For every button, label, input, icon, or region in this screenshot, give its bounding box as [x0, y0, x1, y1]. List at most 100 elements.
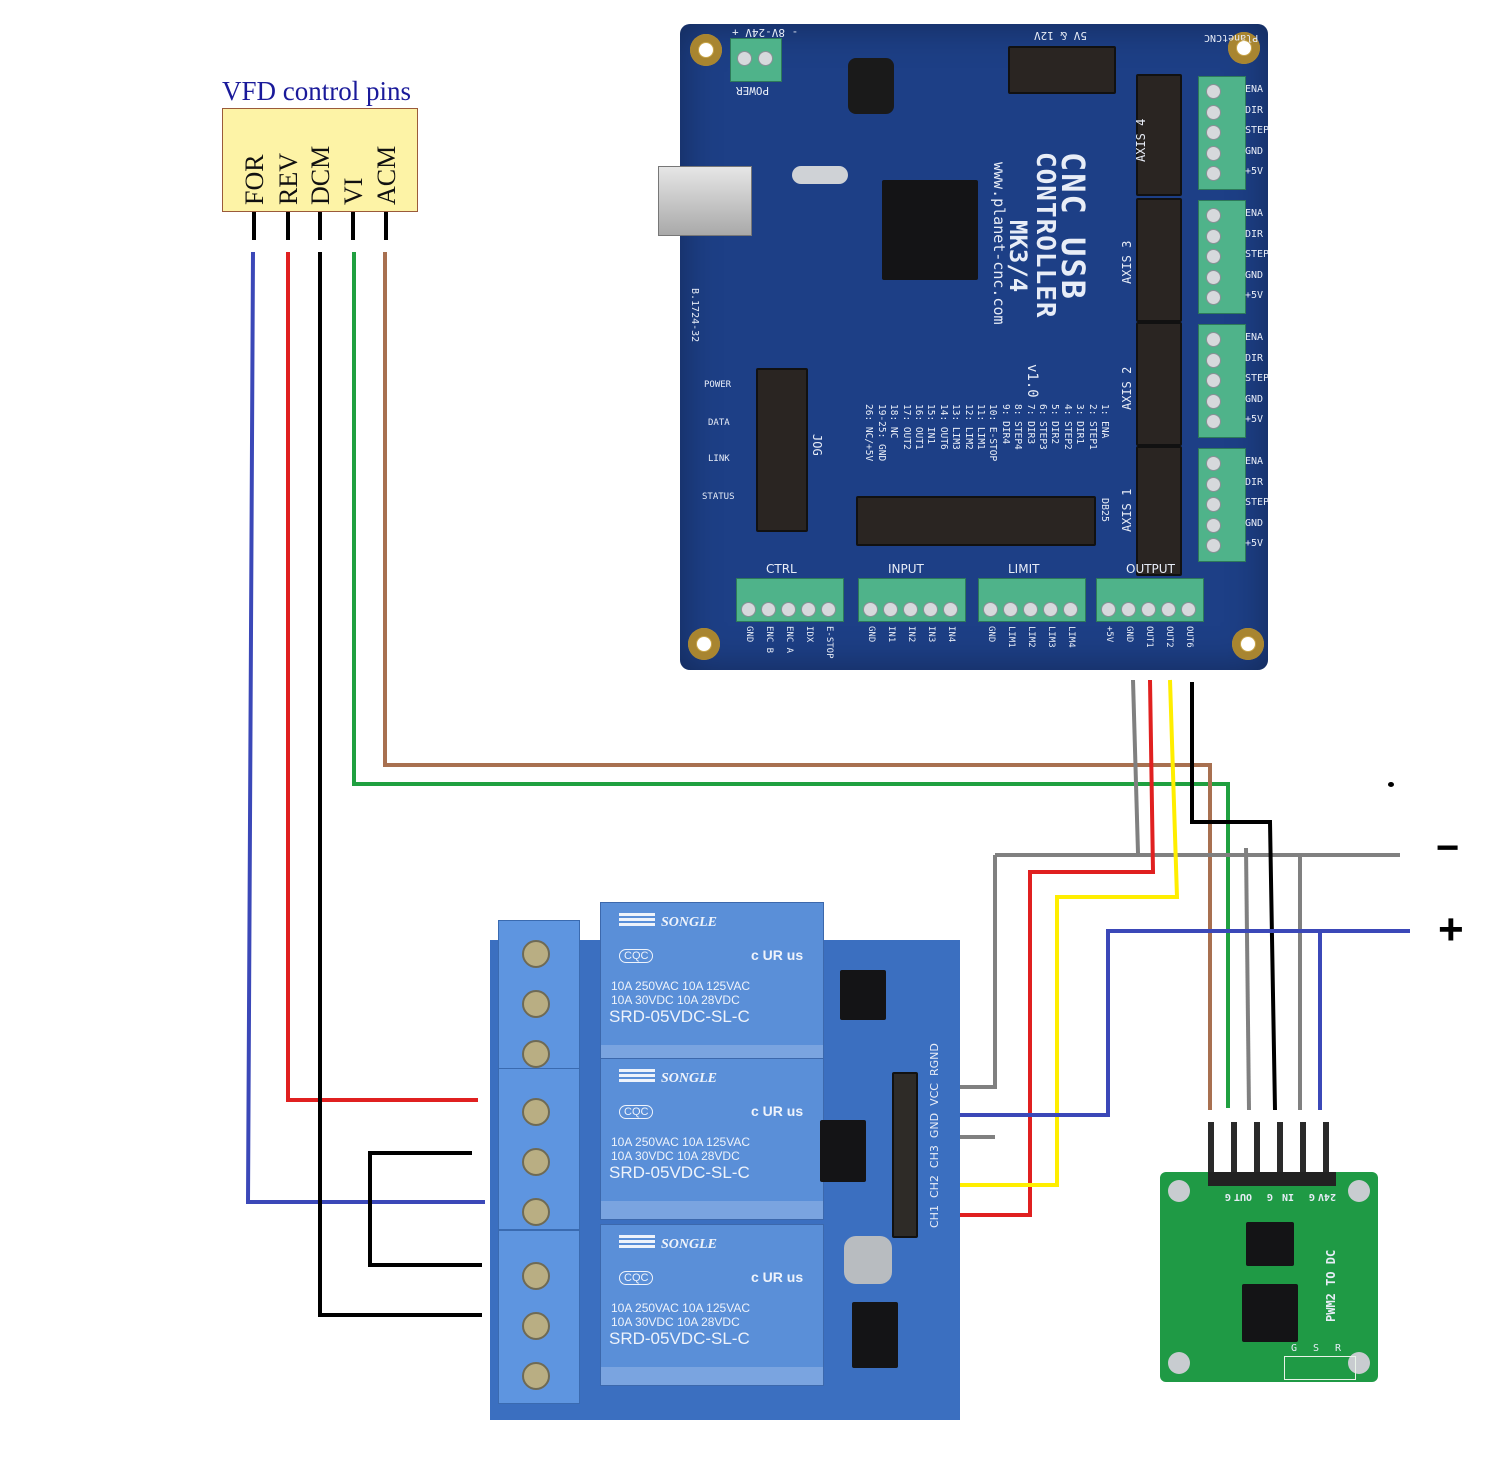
wire-vcc-blue	[950, 929, 1320, 1117]
songle-logo-icon	[619, 1235, 655, 1249]
terminal-screw[interactable]	[781, 602, 796, 617]
pwm-header-pin[interactable]	[1254, 1122, 1260, 1174]
pwm-header-pin[interactable]	[1208, 1122, 1214, 1174]
axis-terminal-label: ENA	[1245, 84, 1264, 95]
terminal-screw[interactable]	[1206, 228, 1221, 244]
terminal-screw[interactable]	[1206, 269, 1221, 285]
terminal-screw[interactable]	[522, 940, 550, 968]
relay-rating-ac: 10A 250VAC 10A 125VAC	[611, 1301, 750, 1315]
terminal-screw[interactable]	[1206, 208, 1221, 223]
vfd-pin-vi: VI	[339, 113, 369, 205]
terminal-screw[interactable]	[1161, 602, 1176, 617]
db25-pin-label: 11: LIM1	[975, 404, 986, 450]
terminal-screw[interactable]	[1101, 602, 1116, 617]
terminal-screw[interactable]	[522, 990, 550, 1018]
terminal-screw[interactable]	[1023, 602, 1038, 617]
power-label: POWER	[736, 84, 770, 97]
db25-pin-label: 26: NC/+5V	[863, 404, 875, 462]
db25-pin-label: 16: OUT1	[913, 404, 924, 450]
db25-label: DB25	[1099, 498, 1110, 523]
terminal-screw[interactable]	[1206, 290, 1221, 305]
terminal-screw[interactable]	[983, 602, 998, 617]
mounting-hole-icon	[1228, 32, 1260, 64]
terminal-screw[interactable]	[1181, 602, 1196, 617]
terminal-screw[interactable]	[1206, 456, 1221, 471]
optocoupler	[820, 1120, 866, 1182]
songle-logo-icon	[619, 1069, 655, 1083]
terminal-screw[interactable]	[1206, 373, 1221, 388]
terminal-screw[interactable]	[1206, 84, 1221, 99]
wire-for-blue	[245, 251, 485, 1204]
terminal-screw[interactable]	[801, 602, 816, 617]
db25-pin-label: 13: LIM3	[950, 404, 962, 450]
terminal-screw[interactable]	[1141, 602, 1156, 617]
terminal-screw[interactable]	[741, 602, 756, 617]
mounting-hole-icon	[1168, 1352, 1190, 1374]
terminal-screw[interactable]	[903, 602, 918, 617]
terminal-screw[interactable]	[1206, 104, 1221, 120]
pin-ch2: CH2	[928, 1175, 941, 1199]
pwm-header-pin[interactable]	[1323, 1122, 1329, 1174]
relay-model: SRD-05VDC-SL-C	[609, 1163, 750, 1182]
terminal-screw[interactable]	[522, 1198, 550, 1226]
pwm-pin-label: G	[1308, 1191, 1315, 1202]
db25-pin-label: 12: LIM2	[962, 404, 974, 450]
db25-pin-label: 5: DIR2	[1049, 404, 1061, 445]
terminal-screw[interactable]	[1003, 602, 1018, 617]
terminal-screw[interactable]	[883, 602, 898, 617]
terminal-screw[interactable]	[522, 1262, 550, 1290]
terminal-screw[interactable]	[821, 602, 836, 617]
terminal-screw[interactable]	[1063, 602, 1078, 617]
terminal-screw[interactable]	[1206, 332, 1221, 347]
db25-pin-label: 7: DIR3	[1024, 404, 1036, 445]
terminal-screw[interactable]	[1206, 249, 1221, 264]
relay-rating-dc: 10A 30VDC 10A 28VDC	[611, 1149, 740, 1163]
terminal-screw[interactable]	[1206, 125, 1221, 140]
terminal-screw[interactable]	[522, 1148, 550, 1176]
pwm-header-pin[interactable]	[1231, 1122, 1237, 1174]
terminal-screw[interactable]	[1043, 602, 1058, 617]
pwm-pin-label: G	[1224, 1191, 1231, 1202]
terminal-screw[interactable]	[522, 1040, 550, 1068]
terminal-screw[interactable]	[1206, 145, 1221, 161]
vfd-pin-rev: REV	[274, 113, 304, 205]
terminal-pin-label: GND	[1124, 626, 1134, 643]
terminal-screw[interactable]	[1206, 476, 1221, 492]
terminal-pin-label: LIM3	[1046, 626, 1056, 648]
terminal-screw[interactable]	[1206, 497, 1221, 512]
axis-terminal-label: ENA	[1245, 332, 1264, 343]
terminal-screw[interactable]	[522, 1362, 550, 1390]
terminal-screw[interactable]	[522, 1312, 550, 1340]
terminal-pin-label: IN4	[946, 626, 956, 643]
db25-pin-label: 10: E-STOP	[987, 404, 999, 462]
pwm-header-pin[interactable]	[1300, 1122, 1306, 1174]
terminal-screw[interactable]	[1206, 538, 1221, 553]
axis-terminal-label: STEP	[1245, 373, 1270, 384]
db25-pin-label: 6: STEP3	[1037, 404, 1048, 450]
terminal-pin-label: E-STOP	[824, 626, 834, 659]
db25-pin-label: 2: STEP1	[1086, 404, 1098, 450]
terminal-screw[interactable]	[1206, 517, 1221, 533]
terminal-screw[interactable]	[863, 602, 878, 617]
db25-pin-label: 17: OUT2	[900, 404, 912, 450]
terminal-screw[interactable]	[761, 602, 776, 617]
terminal-screw[interactable]	[1206, 166, 1221, 181]
terminal-screw[interactable]	[923, 602, 938, 617]
terminal-pin-label: ENC B	[764, 626, 774, 654]
axis-terminal-label: DIR	[1245, 476, 1264, 488]
pin-ch3: CH3	[928, 1145, 941, 1169]
axis-terminal-label: +5V	[1245, 414, 1264, 425]
terminal-screw[interactable]	[1206, 393, 1221, 409]
jog-header	[756, 368, 808, 532]
terminal-screw[interactable]	[522, 1098, 550, 1126]
usb-b-port[interactable]	[658, 166, 752, 236]
wire-gray-pwm-g1	[1244, 847, 1251, 1111]
terminal-screw[interactable]	[1121, 602, 1136, 617]
terminal-screw[interactable]	[1206, 352, 1221, 368]
terminal-screw[interactable]	[1206, 414, 1221, 429]
pwm-header-pin[interactable]	[1277, 1122, 1283, 1174]
terminal-screw[interactable]	[943, 602, 958, 617]
axis-terminal-label: +5V	[1245, 166, 1264, 177]
